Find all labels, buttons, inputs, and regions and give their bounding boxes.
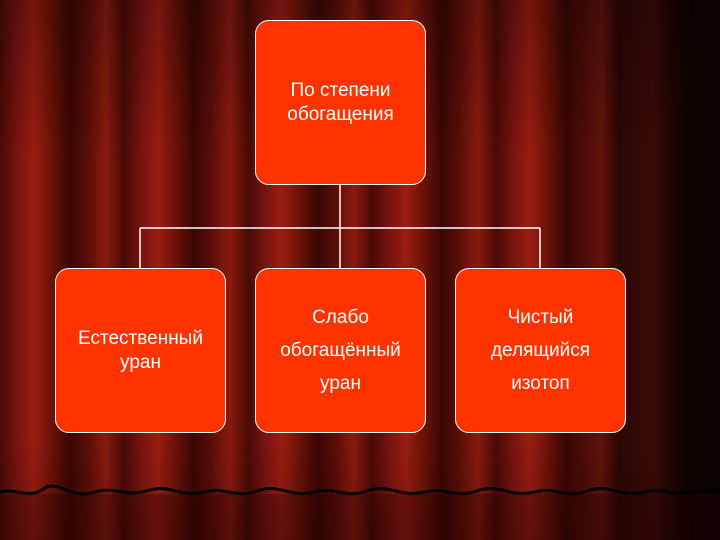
- curtain-fringe: [0, 0, 720, 540]
